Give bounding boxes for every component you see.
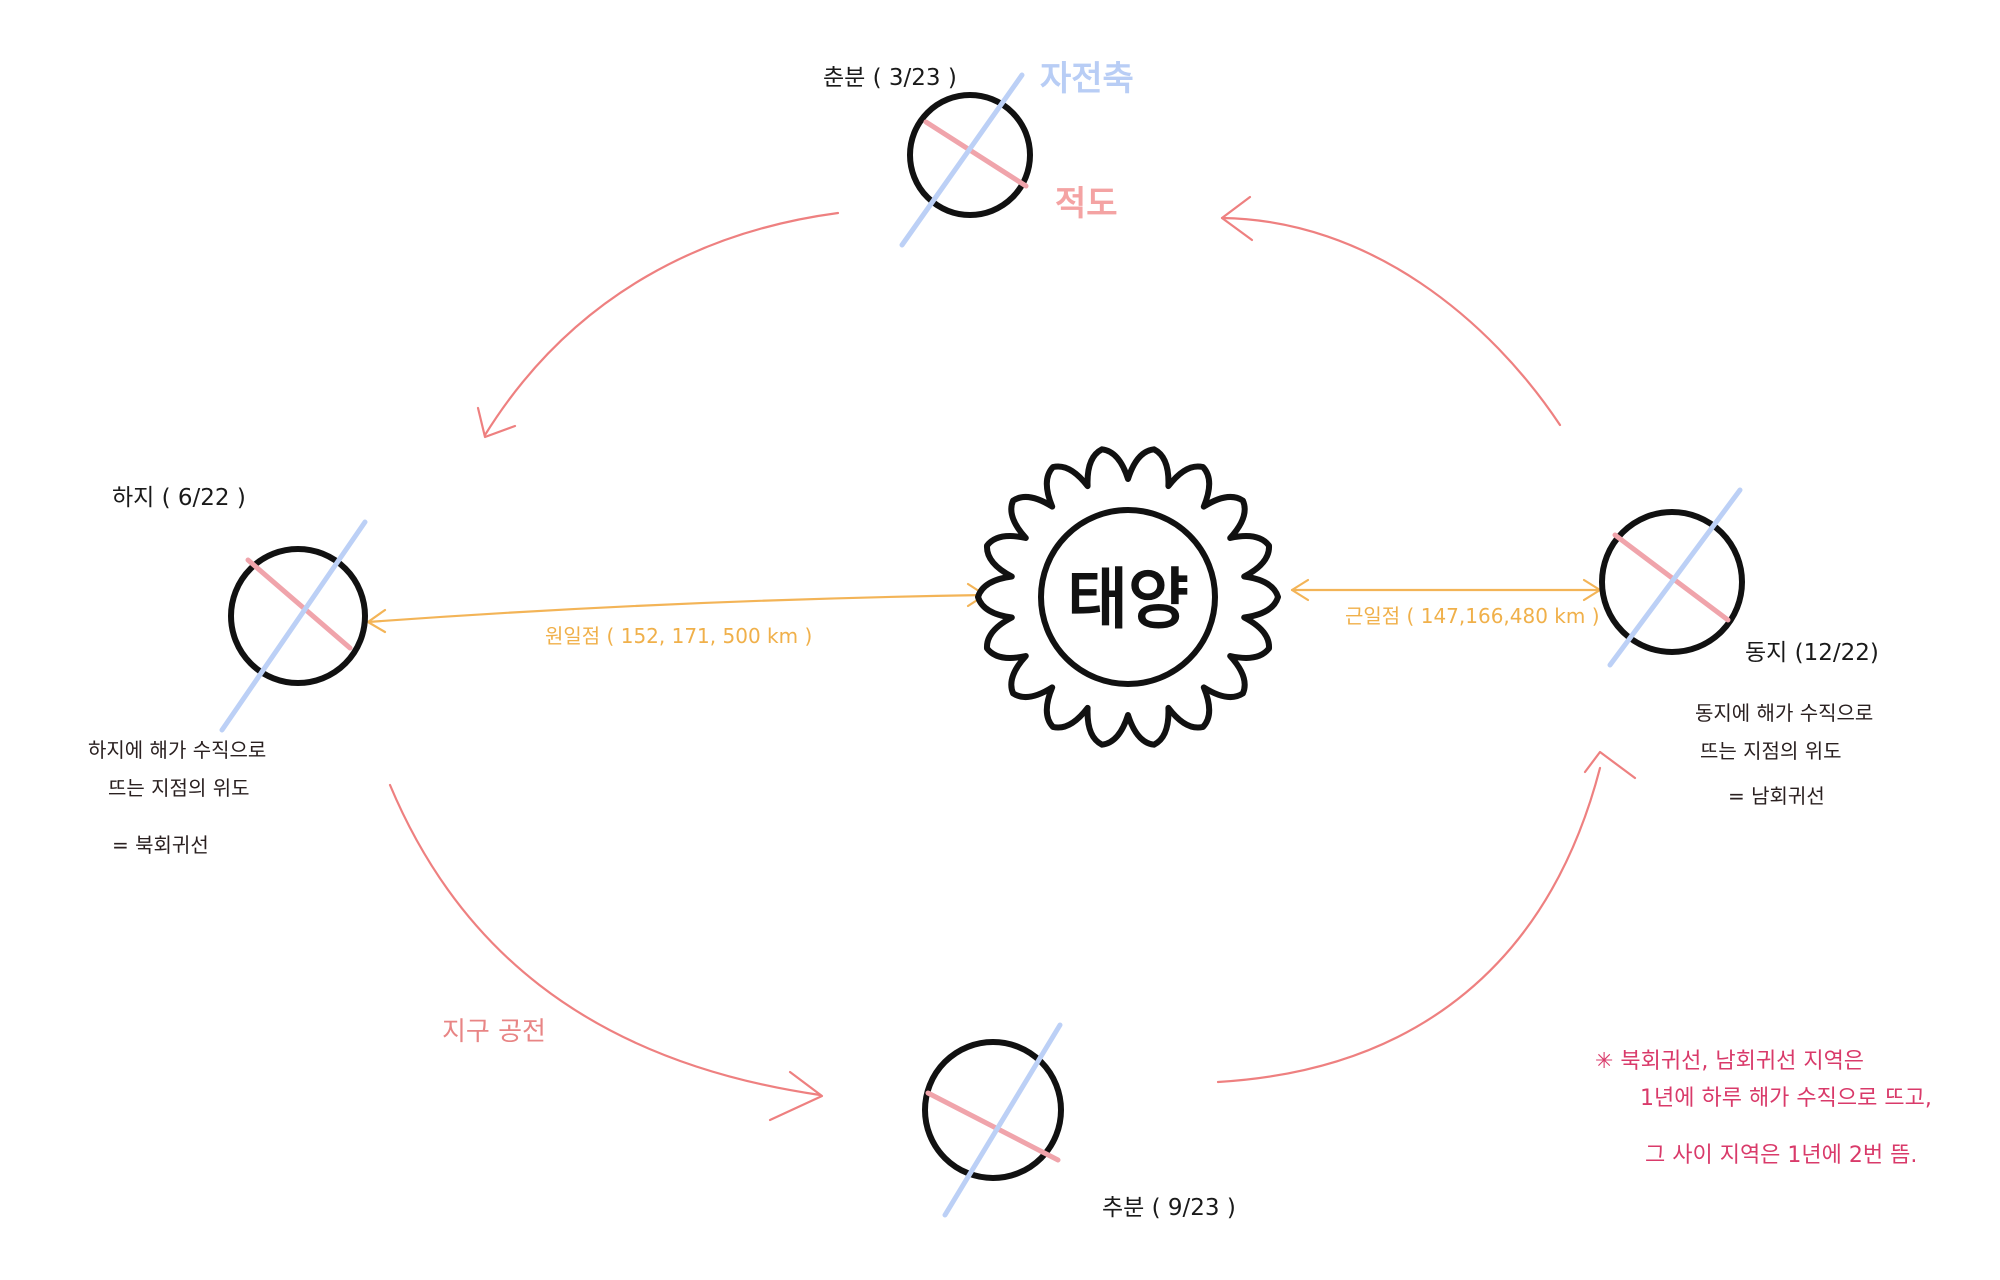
orbit-arrowhead-spring	[1220, 195, 1254, 242]
earth-spring-globe	[907, 92, 1033, 218]
earth-autumn-globe	[922, 1039, 1064, 1181]
summer-note-line: 하지에 해가 수직으로	[88, 738, 266, 762]
aphelion-label: 원일점 ( 152, 171, 500 km )	[545, 624, 812, 648]
footnote-line: ✳ 북회귀선, 남회귀선 지역은	[1595, 1049, 1864, 1074]
orbit-arrowhead-autumn	[768, 1070, 824, 1122]
earth-autumn-axis	[942, 1022, 1063, 1218]
winter-note-line: = 남회귀선	[1728, 784, 1825, 808]
orbit-arc-summer-to-autumn	[388, 783, 822, 1097]
orbit-arc-autumn-to-winter	[1216, 766, 1602, 1084]
axis-legend-label: 자전축	[1040, 59, 1134, 99]
spring-equinox-label: 춘분 ( 3/23 )	[823, 65, 957, 91]
summer-note: 하지에 해가 수직으로 뜨는 지점의 위도 = 북회귀선	[88, 738, 266, 857]
orbit-arc-spring-to-summer	[483, 211, 840, 437]
sun-label: 태양	[1067, 561, 1188, 638]
equator-legend-label: 적도	[1055, 184, 1118, 224]
autumn-equinox-label: 추분 ( 9/23 )	[1102, 1195, 1236, 1221]
earth-winter	[1599, 487, 1745, 668]
earth-autumn	[922, 1022, 1064, 1218]
sun-core	[1038, 507, 1218, 687]
summer-note-line: 뜨는 지점의 위도	[108, 776, 250, 800]
orbit-arrows	[388, 195, 1637, 1122]
earth-winter-equator	[1612, 532, 1731, 623]
earth-summer-equator	[245, 557, 353, 651]
earth-summer-axis	[219, 519, 368, 733]
orbit-arc-winter-to-spring	[1220, 216, 1562, 427]
sun: 태양	[975, 446, 1281, 748]
summer-note-line: = 북회귀선	[112, 833, 209, 857]
aphelion-arrowhead-left	[366, 608, 387, 634]
aphelion-arrow-line	[366, 593, 987, 624]
orbit-label: 지구 공전	[442, 1017, 546, 1047]
footnote-line: 그 사이 지역은 1년에 2번 뜸.	[1645, 1143, 1917, 1168]
earth-spring	[899, 72, 1033, 248]
earth-autumn-equator	[925, 1090, 1061, 1163]
earth-summer	[219, 519, 368, 733]
perihelion-label: 근일점 ( 147,166,480 km )	[1345, 604, 1600, 628]
footnote-line: 1년에 하루 해가 수직으로 뜨고,	[1640, 1086, 1932, 1111]
orbit-arrowhead-winter	[1583, 750, 1637, 780]
winter-note-line: 뜨는 지점의 위도	[1700, 739, 1842, 763]
winter-note-line: 동지에 해가 수직으로	[1695, 701, 1873, 725]
perihelion-arrowhead-left	[1290, 578, 1310, 602]
earth-spring-equator	[923, 119, 1029, 189]
winter-note: 동지에 해가 수직으로 뜨는 지점의 위도 = 남회귀선	[1695, 701, 1873, 808]
orbit-arrowhead-summer	[476, 406, 517, 439]
earth-winter-axis	[1607, 487, 1743, 668]
summer-solstice-label: 하지 ( 6/22 )	[112, 485, 246, 511]
footnote: ✳ 북회귀선, 남회귀선 지역은 1년에 하루 해가 수직으로 뜨고, 그 사이…	[1595, 1049, 1932, 1168]
earth-spring-axis	[899, 72, 1025, 248]
winter-solstice-label: 동지 (12/22)	[1745, 640, 1879, 666]
